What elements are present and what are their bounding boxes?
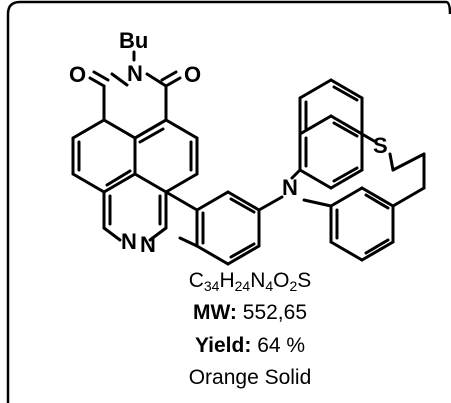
azo-nitrogen-2: N [140,232,156,257]
appearance: Orange Solid [188,366,312,389]
formula-n-count: 4 [265,278,274,294]
yield-value: 64 % [257,334,306,357]
sulfur-atom: S [373,133,388,158]
molecular-weight: MW: 552,65 [120,300,380,326]
formula-h: H [219,269,235,292]
yield-label: Yield: [194,334,252,357]
mw-label: MW: [192,301,237,324]
formula-c: C [188,269,204,292]
formula-c-count: 34 [203,278,220,294]
azo-nitrogen-1: N [121,229,137,254]
card-border [6,0,451,403]
oxygen-right: O [184,62,201,87]
oxygen-left: O [69,62,86,87]
formula-h-count: 24 [234,278,251,294]
imide-nitrogen: N [127,61,143,86]
bond-lines [71,50,426,266]
formula-n: N [250,269,266,292]
molecular-formula: C34H24N4O2S [120,268,380,294]
formula-o-count: 2 [289,278,298,294]
butyl-label: Bu [119,28,148,53]
phenothiazine-nitrogen: N [282,175,298,200]
mw-value: 552,65 [242,301,307,324]
formula-o: O [273,269,290,292]
formula-s: S [297,269,312,292]
yield: Yield: 64 % [120,333,380,359]
